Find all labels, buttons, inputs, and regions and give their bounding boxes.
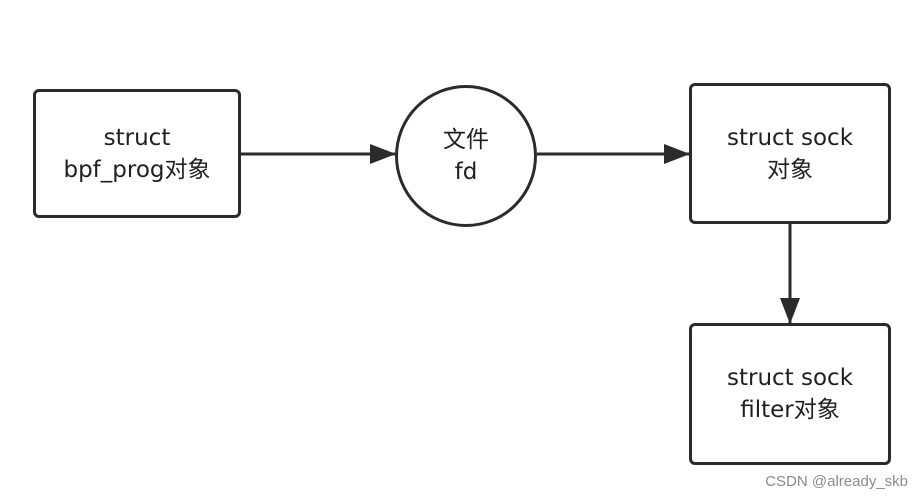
node-sock-line2: 对象 xyxy=(767,156,813,183)
node-sock: struct sock 对象 xyxy=(689,83,891,224)
node-file-fd-line1: 文件 xyxy=(443,127,489,153)
node-sock-filter-line2: filter对象 xyxy=(740,397,840,423)
watermark-text: CSDN @already_skb xyxy=(765,473,908,490)
node-bpf-prog: struct bpf_prog对象 xyxy=(33,89,241,218)
node-sock-filter-line1: struct sock xyxy=(726,365,854,391)
node-sock-line1: struct sock xyxy=(726,124,854,151)
node-bpf-prog-line2: bpf_prog对象 xyxy=(63,156,211,183)
node-file-fd-line2: fd xyxy=(454,159,478,185)
node-bpf-prog-line1: struct xyxy=(103,124,171,151)
node-file-fd: 文件 fd xyxy=(395,85,537,227)
node-sock-filter: struct sock filter对象 xyxy=(689,323,891,465)
